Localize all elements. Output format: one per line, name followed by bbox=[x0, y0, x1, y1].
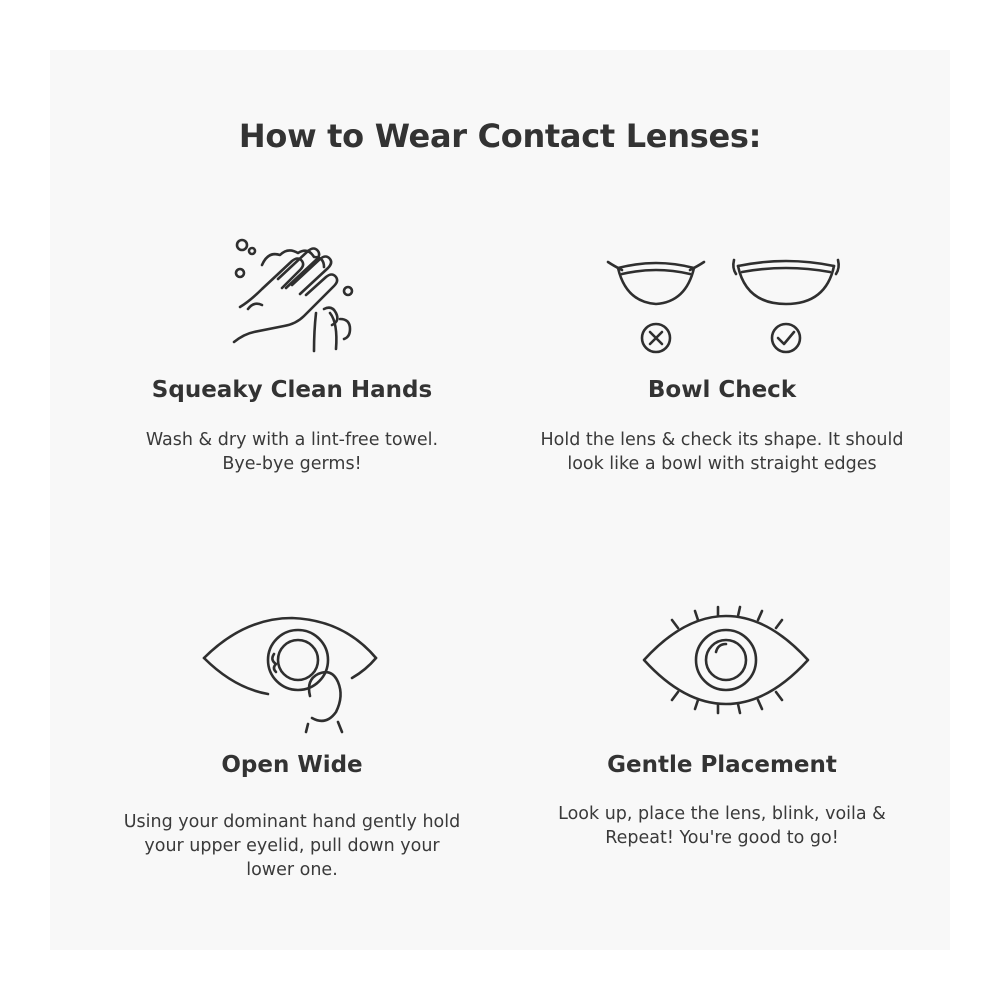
step-open-wide-title: Open Wide bbox=[221, 752, 363, 778]
step-bowl-check-title: Bowl Check bbox=[647, 377, 797, 403]
eye-open-wide-icon bbox=[202, 616, 378, 734]
step-open-wide-description: Using your dominant hand gently hold you… bbox=[62, 810, 522, 882]
description-line: Wash & dry with a lint-free towel. bbox=[145, 430, 439, 450]
eye-lens-placement-icon bbox=[642, 605, 810, 715]
step-title: Open Wide bbox=[62, 752, 522, 778]
description-line: Look up, place the lens, blink, voila & bbox=[558, 804, 886, 824]
step-gentle-placement-title: Gentle Placement bbox=[607, 752, 837, 778]
page-title: How to Wear Contact Lenses: bbox=[238, 117, 762, 155]
washing-hands-icon bbox=[232, 238, 354, 353]
description-line: Bye-bye germs! bbox=[222, 454, 362, 474]
description-line: Hold the lens & check its shape. It shou… bbox=[540, 430, 904, 450]
description-line: Using your dominant hand gently hold bbox=[123, 812, 461, 832]
description-line: lower one. bbox=[246, 860, 338, 880]
step-bowl-check-description: Hold the lens & check its shape. It shou… bbox=[492, 428, 952, 476]
step-title: Bowl Check bbox=[492, 377, 952, 403]
step-clean-hands-title: Squeaky Clean Hands bbox=[151, 377, 433, 403]
description-line: your upper eyelid, pull down your bbox=[144, 836, 440, 856]
step-gentle-placement-description: Look up, place the lens, blink, voila & … bbox=[492, 802, 952, 850]
infographic-card bbox=[50, 50, 950, 950]
step-clean-hands-description: Wash & dry with a lint-free towel. Bye-b… bbox=[62, 428, 522, 476]
description-line: look like a bowl with straight edges bbox=[567, 454, 877, 474]
step-title: Gentle Placement bbox=[492, 752, 952, 778]
step-title: Squeaky Clean Hands bbox=[62, 377, 522, 403]
description-line: Repeat! You're good to go! bbox=[605, 828, 839, 848]
lens-bowl-check-icon bbox=[606, 258, 840, 354]
